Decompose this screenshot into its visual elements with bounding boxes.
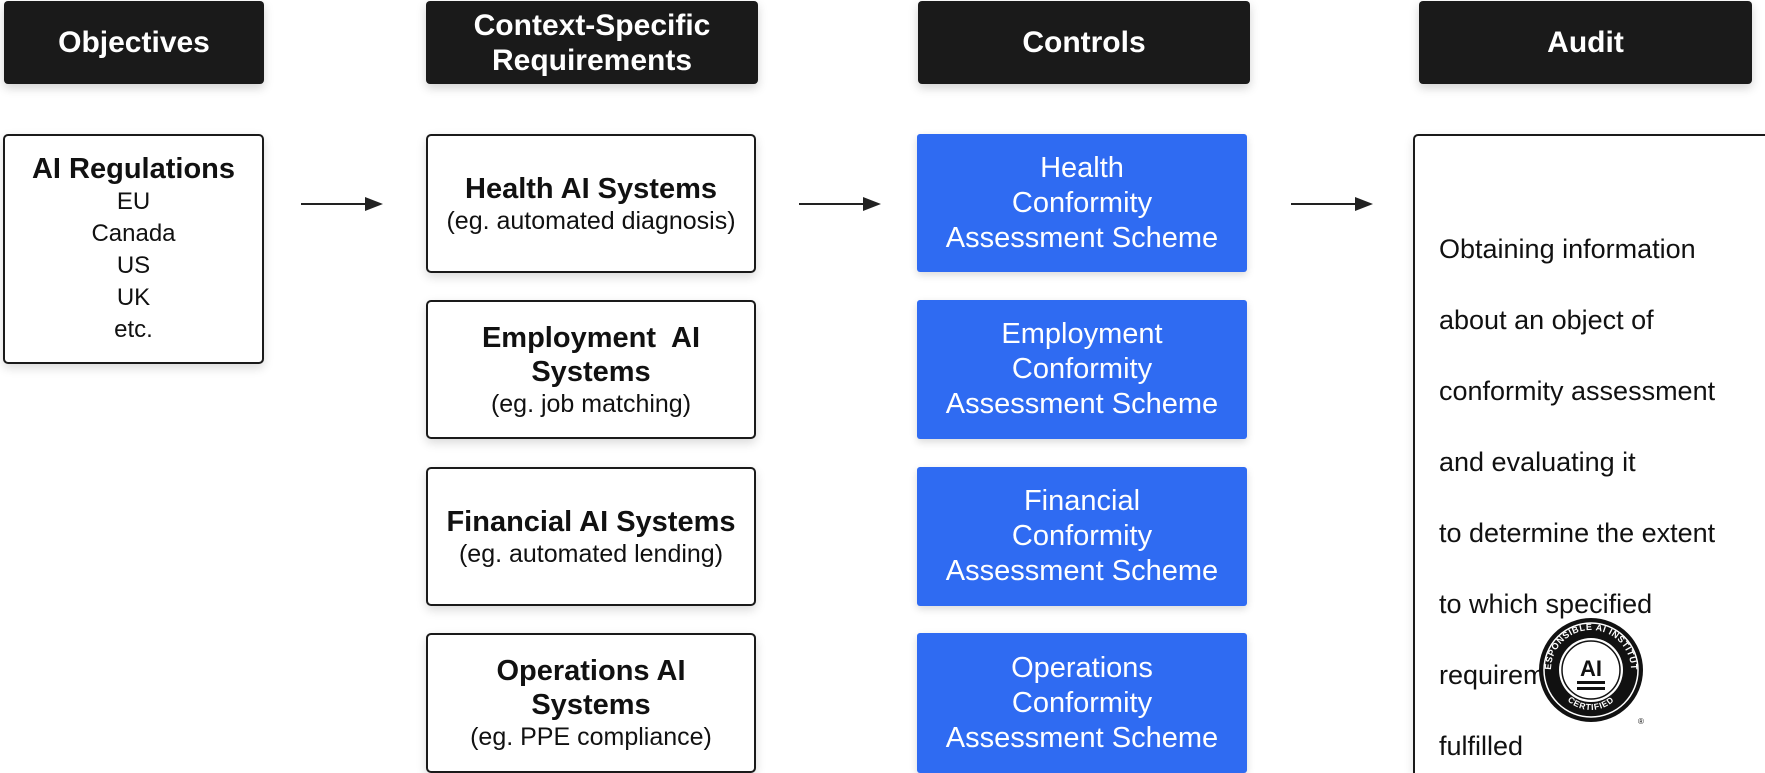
- audit-line: about an object of: [1439, 304, 1654, 335]
- system-title-line-2: Systems: [531, 355, 651, 388]
- system-example: (eg. automated diagnosis): [446, 206, 736, 235]
- certified-seal-icon: RESPONSIBLE AI INSTITUTE CERTIFIED AI ®: [1535, 614, 1644, 726]
- system-box-health: Health AI Systems (eg. automated diagnos…: [426, 134, 756, 273]
- header-controls: Controls: [918, 1, 1250, 84]
- scheme-line: Employment: [1001, 318, 1163, 350]
- scheme-box-health: Health Conformity Assessment Scheme: [917, 134, 1247, 272]
- system-box-financial: Financial AI Systems (eg. automated lend…: [426, 467, 756, 606]
- regulation-item: etc.: [114, 316, 153, 343]
- regulation-item: EU: [116, 188, 151, 215]
- ai-regulations-box: AI Regulations EU Canada US UK etc.: [3, 134, 264, 364]
- seal-center-text: AI: [1580, 656, 1602, 681]
- header-requirements: Context-Specific Requirements: [426, 1, 758, 84]
- system-example: (eg. PPE compliance): [470, 723, 712, 751]
- system-title-line-1: Employment AI: [481, 321, 701, 354]
- scheme-line: Assessment Scheme: [945, 721, 1219, 754]
- system-title: Health AI Systems: [465, 172, 717, 205]
- scheme-line: Conformity: [1011, 686, 1153, 719]
- scheme-line: Conformity: [1011, 353, 1153, 385]
- arrow-right-icon: [1291, 197, 1373, 211]
- header-objectives: Objectives: [4, 1, 264, 84]
- audit-description: Obtaining information about an object of…: [1439, 196, 1759, 773]
- scheme-line: Conformity: [1011, 520, 1153, 552]
- scheme-box-employment: Employment Conformity Assessment Scheme: [917, 300, 1247, 439]
- system-title-line-1: Operations AI: [496, 655, 686, 687]
- system-example: (eg. automated lending): [458, 539, 724, 568]
- scheme-line: Assessment Scheme: [945, 555, 1219, 587]
- header-objectives-label: Objectives: [58, 26, 210, 59]
- regulation-item: UK: [116, 284, 151, 311]
- arrow-right-icon: [301, 197, 383, 211]
- header-audit: Audit: [1419, 1, 1752, 84]
- system-example: (eg. job matching): [490, 389, 692, 418]
- system-title-line-2: Systems: [531, 689, 651, 721]
- audit-line: Obtaining information: [1439, 233, 1696, 264]
- scheme-line: Operations: [1011, 651, 1153, 684]
- seal-registered-mark: ®: [1638, 717, 1644, 726]
- scheme-box-operations: Operations Conformity Assessment Scheme: [917, 633, 1247, 773]
- regulation-item: US: [116, 252, 151, 279]
- arrow-right-icon: [799, 197, 881, 211]
- audit-panel: Obtaining information about an object of…: [1413, 134, 1765, 773]
- audit-line: and evaluating it: [1439, 446, 1636, 477]
- header-controls-label: Controls: [1022, 26, 1146, 59]
- regulation-item: Canada: [91, 220, 176, 247]
- header-audit-label: Audit: [1547, 26, 1624, 59]
- ai-regulations-title: AI Regulations: [31, 153, 235, 185]
- scheme-line: Conformity: [1011, 186, 1153, 219]
- scheme-box-financial: Financial Conformity Assessment Scheme: [917, 467, 1247, 606]
- system-title: Financial AI Systems: [446, 505, 736, 538]
- header-requirements-line-1: Context-Specific: [473, 8, 711, 42]
- audit-line: to which specified: [1439, 588, 1653, 619]
- header-requirements-line-2: Requirements: [491, 43, 693, 77]
- system-box-operations: Operations AI Systems (eg. PPE complianc…: [426, 633, 756, 773]
- scheme-line: Financial: [1023, 485, 1141, 517]
- scheme-line: Assessment Scheme: [945, 221, 1219, 254]
- scheme-line: Assessment Scheme: [945, 388, 1219, 420]
- audit-line: to determine the extent: [1439, 517, 1716, 548]
- audit-line: fulfilled: [1439, 730, 1524, 761]
- audit-line: conformity assessment: [1439, 375, 1716, 406]
- system-box-employment: Employment AI Systems (eg. job matching): [426, 300, 756, 439]
- scheme-line: Health: [1040, 151, 1124, 184]
